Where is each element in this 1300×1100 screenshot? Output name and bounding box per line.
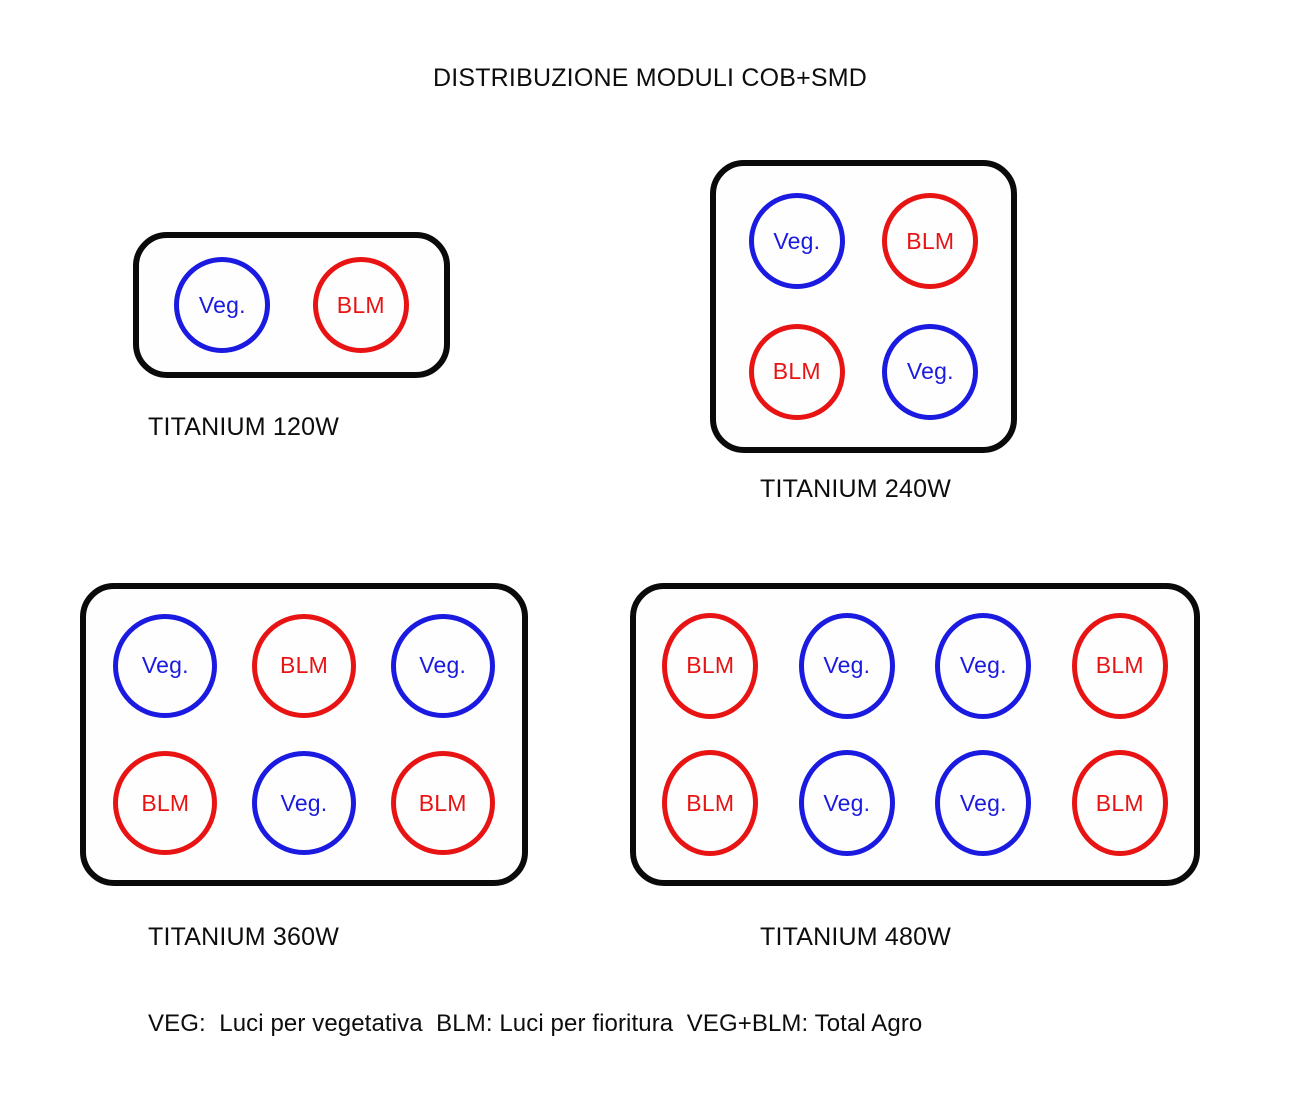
module-label: Veg. [906,358,954,385]
module-veg[interactable]: Veg. [882,323,979,420]
module-label: BLM [1095,652,1144,679]
module-veg[interactable]: Veg. [798,750,895,857]
module-blm[interactable]: BLM [662,612,759,719]
module-veg[interactable]: Veg. [798,612,895,719]
module-veg[interactable]: Veg. [390,613,495,718]
module-label: BLM [141,789,190,816]
panel-label-titanium-120w: TITANIUM 120W [148,413,340,441]
module-label: Veg. [773,227,821,254]
module-label: Veg. [419,652,467,679]
module-veg[interactable]: Veg. [251,751,356,856]
module-grid: Veg. BLM Veg. BLM Veg. BLM [86,589,522,880]
module-label: Veg. [141,652,189,679]
module-blm[interactable]: BLM [390,751,495,856]
module-blm[interactable]: BLM [748,323,845,420]
module-label: Veg. [959,652,1007,679]
module-label: BLM [686,789,735,816]
module-grid: Veg. BLM [139,238,444,372]
module-label: BLM [772,358,821,385]
module-label: BLM [686,652,735,679]
module-veg[interactable]: Veg. [113,613,218,718]
module-blm[interactable]: BLM [662,750,759,857]
module-veg[interactable]: Veg. [935,750,1032,857]
module-blm[interactable]: BLM [251,613,356,718]
module-label: Veg. [280,789,328,816]
module-veg[interactable]: Veg. [935,612,1032,719]
module-label: Veg. [198,291,246,318]
module-grid: BLM Veg. Veg. BLM BLM Veg. Veg. BLM [636,589,1194,880]
panel-label-titanium-360w: TITANIUM 360W [148,923,340,951]
module-grid: Veg. BLM BLM Veg. [716,166,1011,447]
module-blm[interactable]: BLM [1071,750,1168,857]
module-label: BLM [1095,789,1144,816]
module-veg[interactable]: Veg. [748,193,845,290]
module-blm[interactable]: BLM [882,193,979,290]
page-title: DISTRIBUZIONE MODULI COB+SMD [432,64,868,92]
module-label: BLM [418,789,467,816]
panel-titanium-240w: Veg. BLM BLM Veg. [710,160,1017,453]
module-blm[interactable]: BLM [312,257,409,353]
panel-label-titanium-240w: TITANIUM 240W [760,475,952,503]
module-label: BLM [280,652,328,679]
module-veg[interactable]: Veg. [174,257,271,353]
panel-titanium-360w: Veg. BLM Veg. BLM Veg. BLM [80,583,528,886]
module-label: BLM [336,291,385,318]
module-label: Veg. [823,789,871,816]
module-label: Veg. [959,789,1007,816]
module-blm[interactable]: BLM [113,751,218,856]
panel-label-titanium-480w: TITANIUM 480W [760,923,952,951]
module-blm[interactable]: BLM [1071,612,1168,719]
module-label: Veg. [823,652,871,679]
panel-titanium-480w: BLM Veg. Veg. BLM BLM Veg. Veg. BLM [630,583,1200,886]
module-label: BLM [906,227,955,254]
legend: VEG: Luci per vegetativa BLM: Luci per f… [148,1010,923,1037]
panel-titanium-120w: Veg. BLM [133,232,450,378]
